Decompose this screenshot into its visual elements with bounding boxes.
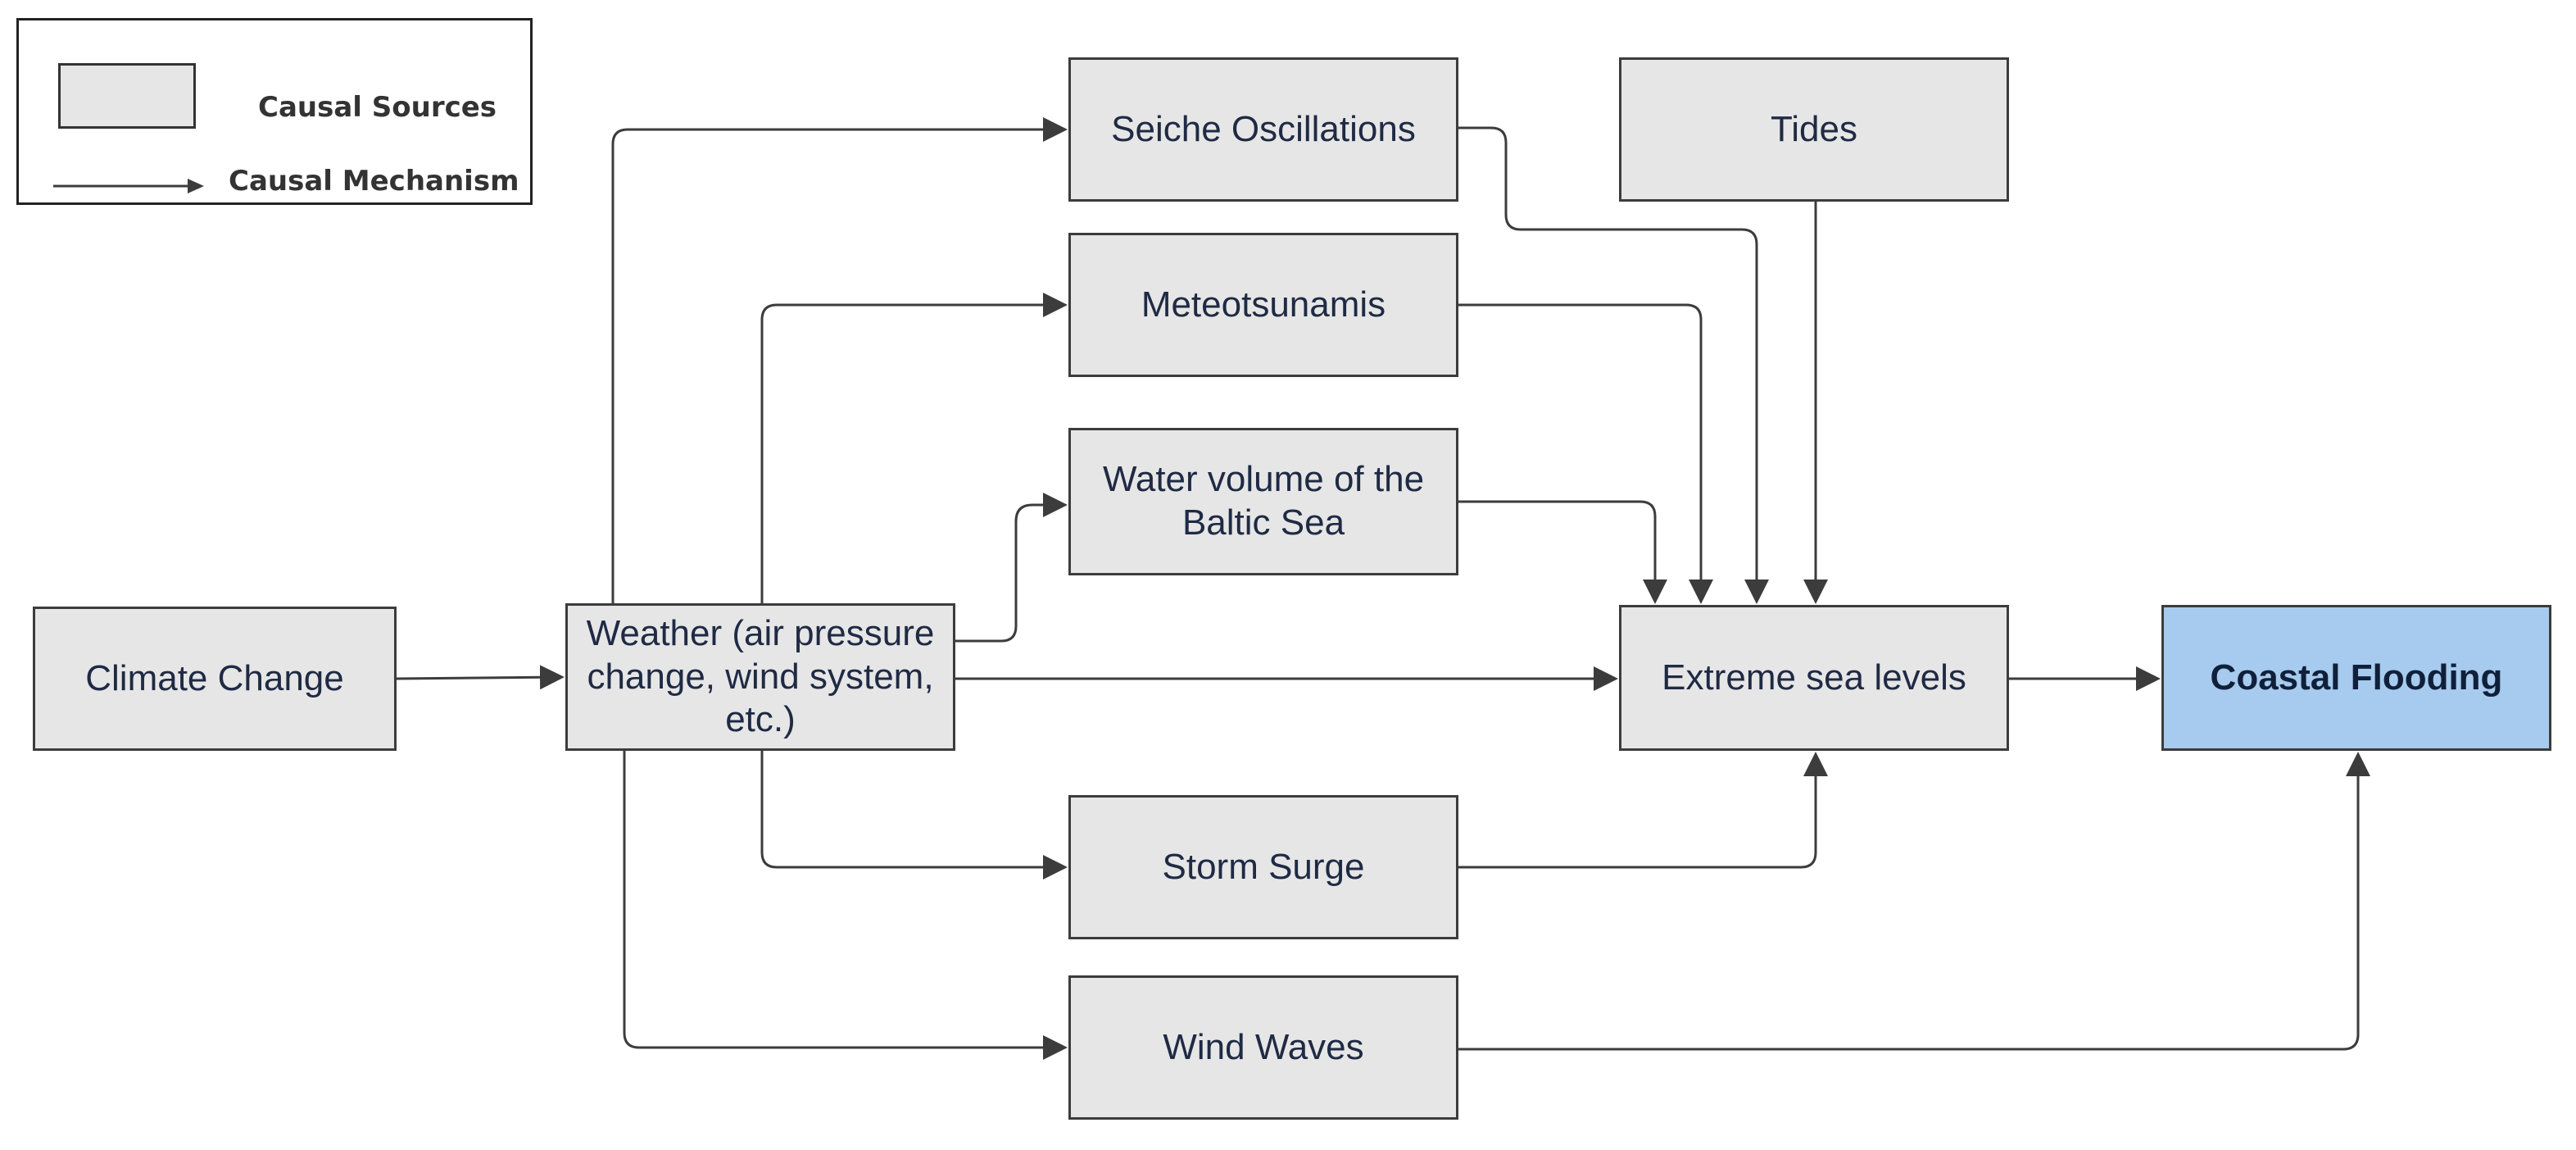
edge-wind-waves-to-coastal-flooding [1458, 752, 2370, 1051]
legend-mechanism-label: Causal Mechanism [229, 165, 519, 198]
legend-arrow-icon [53, 179, 204, 193]
edge-weather-to-water-volume [955, 493, 1068, 643]
node-climate-change: Climate Change [33, 607, 397, 751]
node-coastal-flooding: Coastal Flooding [2161, 605, 2551, 751]
edge-water-volume-to-extreme-sea-levels [1458, 500, 1667, 604]
node-storm-surge: Storm Surge [1068, 795, 1458, 939]
legend: Causal Sources Causal Mechanism [16, 18, 533, 205]
edge-seiche-to-extreme-sea-levels [1458, 126, 1769, 604]
node-extreme-sea-levels: Extreme sea levels [1619, 605, 2009, 751]
edge-climate-to-weather [396, 665, 565, 690]
node-water-volume-baltic-sea: Water volume of the Baltic Sea [1068, 428, 1458, 575]
node-weather: Weather (air pressure change, wind syste… [565, 603, 955, 751]
edge-weather-to-seiche [611, 117, 1068, 603]
node-tides: Tides [1619, 57, 2009, 202]
legend-sources-label: Causal Sources [258, 91, 497, 124]
node-seiche-oscillations: Seiche Oscillations [1068, 57, 1458, 202]
edge-meteotsunamis-to-extreme-sea-levels [1458, 303, 1713, 604]
edge-storm-surge-to-extreme-sea-levels [1458, 752, 1828, 869]
edge-weather-to-meteotsunamis [760, 293, 1068, 603]
edge-weather-to-wind-waves [623, 751, 1068, 1060]
node-meteotsunamis: Meteotsunamis [1068, 233, 1458, 377]
edge-weather-to-storm-surge [760, 751, 1068, 880]
node-wind-waves: Wind Waves [1068, 975, 1458, 1120]
legend-source-swatch [58, 63, 196, 129]
